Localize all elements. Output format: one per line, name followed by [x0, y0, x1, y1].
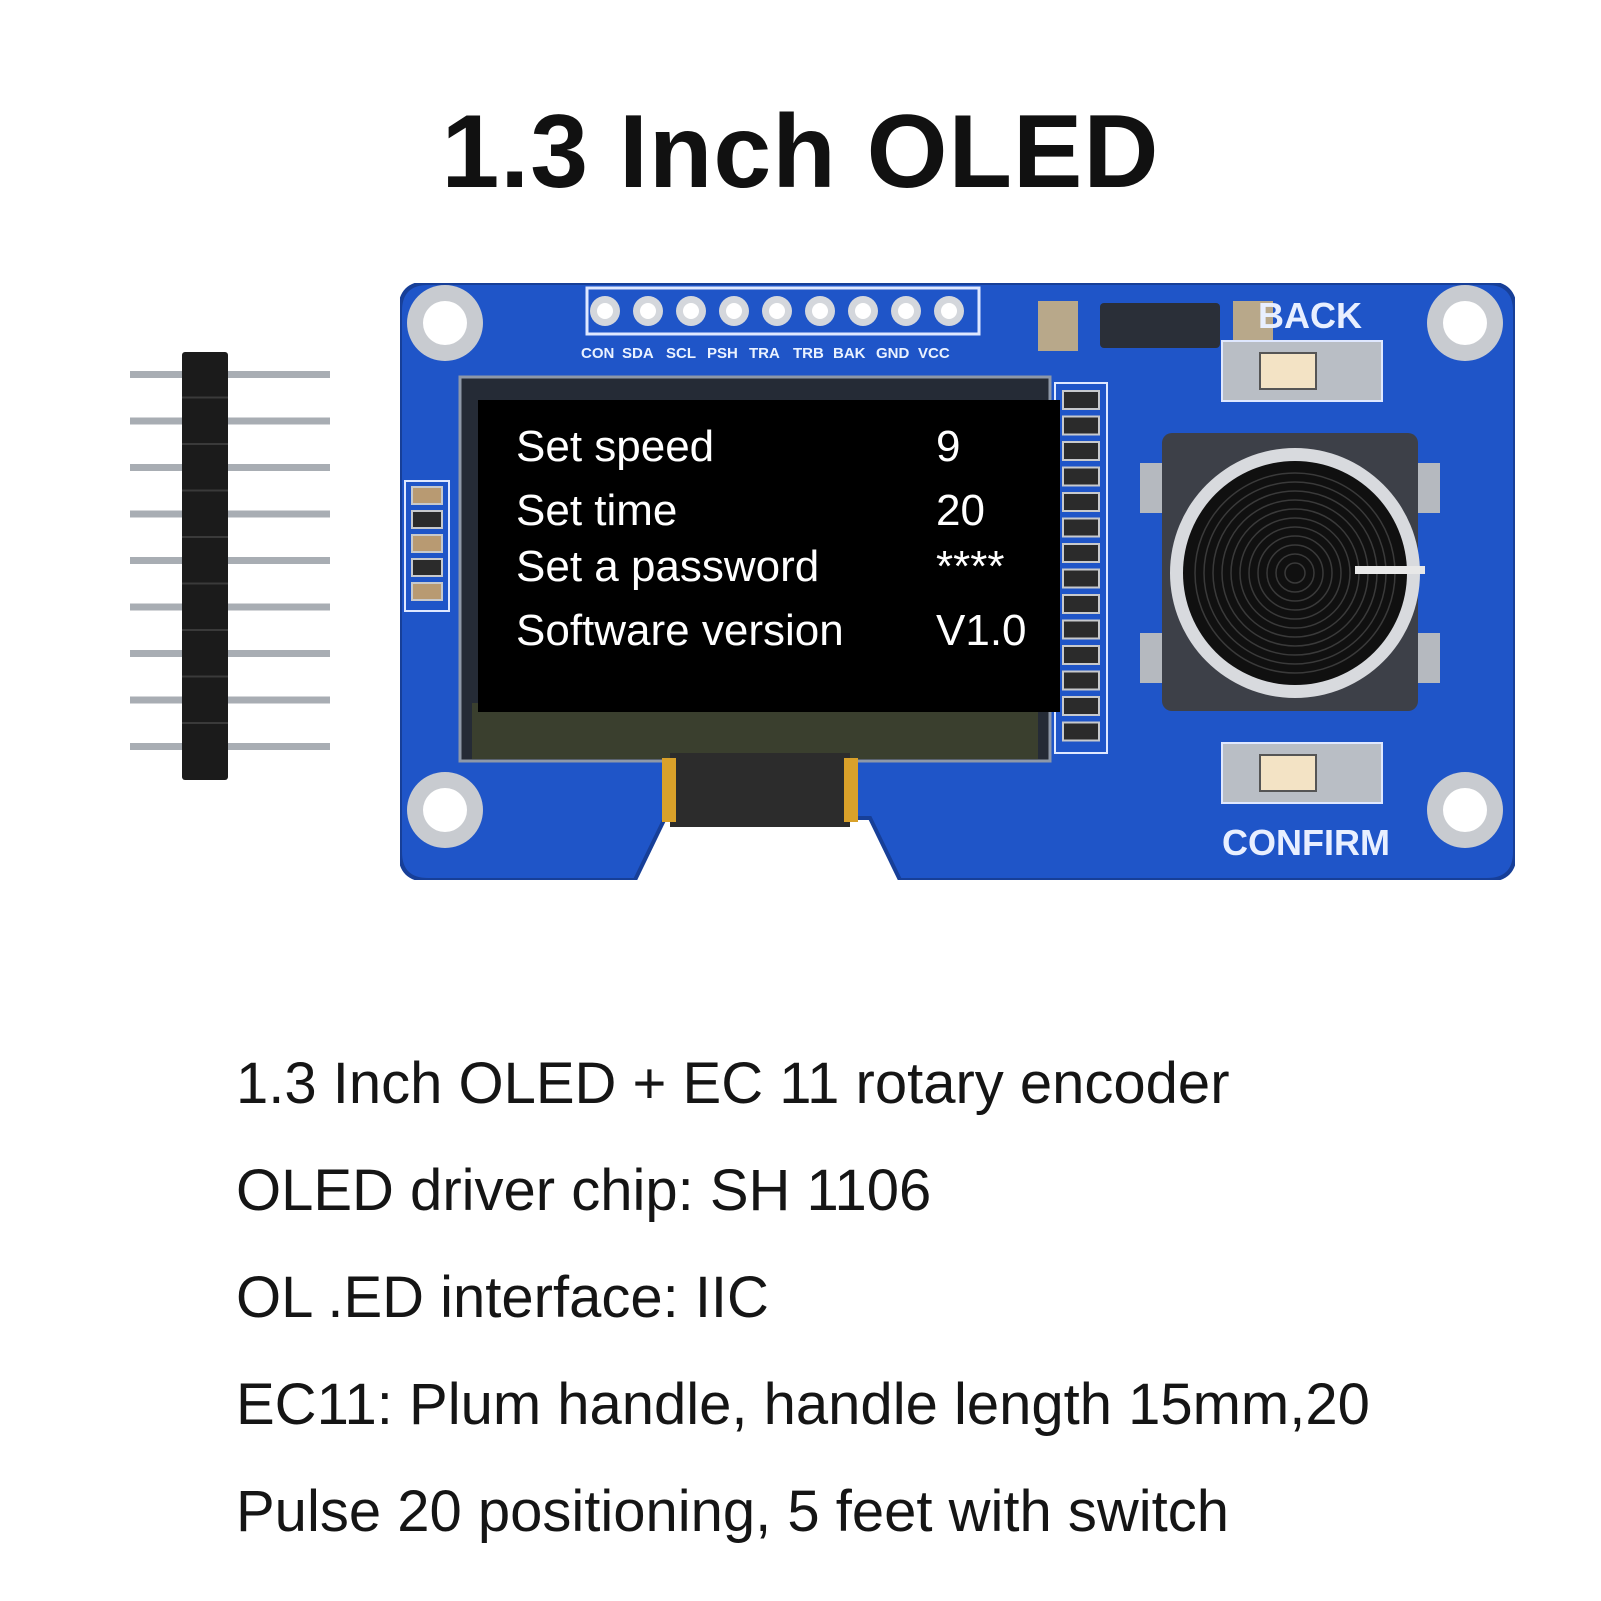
oled-menu-label: Software version [516, 606, 844, 655]
spec-item: OL .ED interface: IIC [236, 1265, 769, 1330]
spec-item: 1.3 Inch OLED + EC 11 rotary encoder [236, 1051, 1230, 1116]
spec-item: OLED driver chip: SH 1106 [236, 1158, 932, 1223]
pin-label: TRB [793, 345, 824, 362]
back-button-label: BACK [1258, 295, 1362, 336]
pin-label: VCC [918, 345, 950, 362]
oled-menu-value: 9 [936, 422, 961, 471]
oled-menu-value: V1.0 [936, 606, 1027, 655]
pin-label: GND [876, 345, 910, 362]
pin-label: SDA [622, 345, 654, 362]
oled-menu-label: Set speed [516, 422, 715, 471]
spec-list: 1.3 Inch OLED + EC 11 rotary encoder OLE… [236, 1030, 1370, 1565]
oled-menu-value: **** [936, 542, 1005, 591]
oled-menu-value: 20 [936, 486, 985, 535]
pin-label: BAK [833, 345, 866, 362]
pin-label: TRA [749, 345, 780, 362]
spec-item: Pulse 20 positioning, 5 feet with switch [236, 1479, 1229, 1544]
oled-menu-label: Set time [516, 486, 678, 535]
confirm-button-label: CONFIRM [1222, 822, 1390, 863]
pin-header-image [130, 352, 340, 782]
oled-menu-label: Set a password [516, 542, 820, 591]
pin-label: CON [581, 345, 615, 362]
page-title: 1.3 Inch OLED [441, 94, 1160, 210]
pin-label: SCL [666, 345, 696, 362]
pin-label: PSH [707, 345, 738, 362]
spec-item: EC11: Plum handle, handle length 15mm,20 [236, 1372, 1370, 1437]
